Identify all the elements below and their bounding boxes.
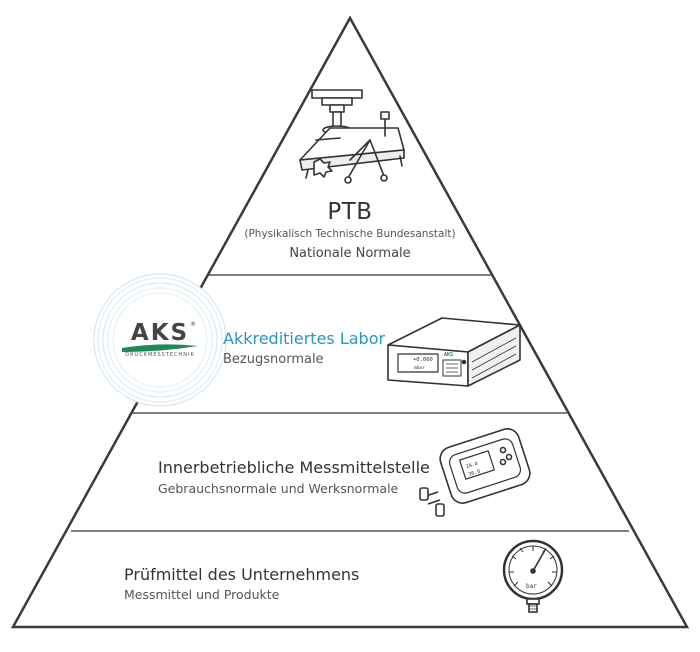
ptb-title: PTB: [327, 199, 373, 225]
calibrator-brand-label: AKS: [444, 352, 453, 358]
calibrator-display-unit: mbar: [414, 365, 425, 371]
aks-logo-seal: [93, 273, 227, 407]
internal-description: Gebrauchsnormale und Werksnormale: [158, 481, 399, 496]
pressure-gauge-icon: bar: [502, 539, 564, 613]
logo-tagline: DRUCKMESSTECHNIK: [125, 352, 195, 358]
company-title: Prüfmittel des Unternehmens: [124, 565, 360, 584]
pressure-calibrator-icon: +0.060 mbar AKS: [387, 317, 521, 387]
internal-title: Innerbetriebliche Messmittelstelle: [158, 458, 430, 477]
calibrator-display-value: +0.060: [413, 357, 433, 363]
logo-swoosh-icon: [122, 344, 198, 352]
lab-title: Akkreditiertes Labor: [223, 329, 386, 348]
deadweight-tester-icon: [299, 89, 405, 184]
handheld-display-line1: 20.4: [465, 461, 478, 470]
logo-wordmark: AKS: [130, 320, 190, 346]
handheld-manometer-icon: 20.4 30.0: [419, 428, 531, 517]
gauge-unit-label: bar: [526, 583, 537, 590]
company-description: Messmittel und Produkte: [124, 587, 280, 602]
logo-registered-mark: ®: [190, 321, 196, 328]
handheld-display-line2: 30.0: [468, 468, 481, 477]
ptb-subtitle: (Physikalisch Technische Bundesanstalt): [244, 228, 456, 240]
lab-description: Bezugsnormale: [223, 352, 324, 367]
ptb-description: Nationale Normale: [289, 246, 411, 261]
